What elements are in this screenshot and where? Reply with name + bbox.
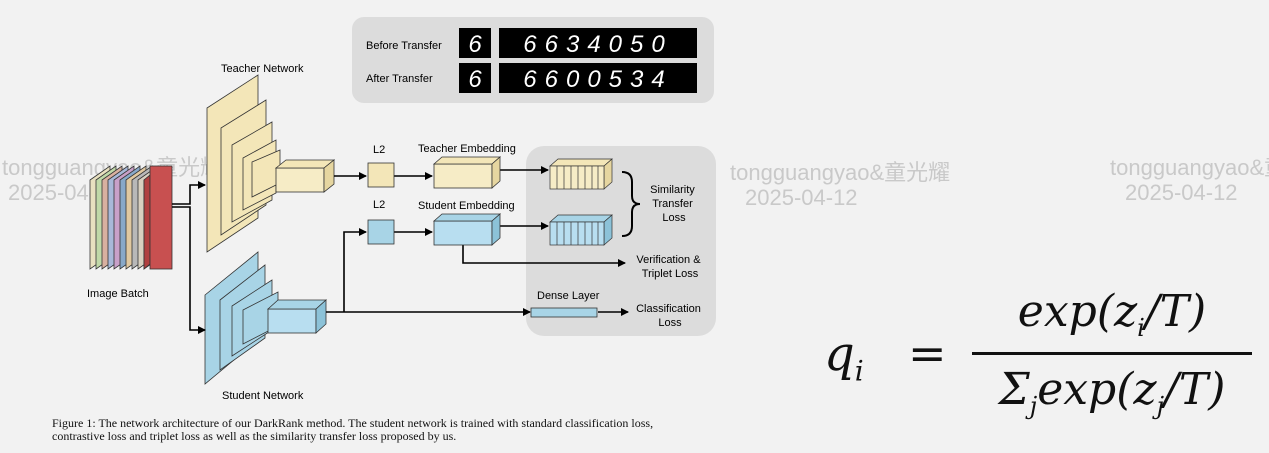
dense-layer-label: Dense Layer: [537, 290, 600, 302]
formula-equals: =: [908, 326, 947, 380]
image-batch: [89, 165, 173, 270]
teacher-embedding-label: Teacher Embedding: [418, 143, 516, 155]
softmax-temperature-formula: qi = exp(zi/T) Σjexp(zj/T): [822, 286, 1262, 436]
student-similarity-matrix: [549, 214, 613, 246]
figure-caption: Figure 1: The network architecture of ou…: [52, 417, 772, 443]
before-digits-strip: [499, 28, 697, 58]
after-digits-strip: [499, 63, 697, 93]
teacher-embedding-box: [432, 156, 502, 189]
student-embedding-box: [432, 213, 502, 246]
teacher-l2-label: L2: [373, 144, 385, 156]
formula-numerator: exp(zi/T): [1017, 286, 1207, 342]
fraction-bar: [972, 352, 1252, 355]
classification-loss-label: Classification Loss: [636, 303, 704, 329]
teacher-network-label: Teacher Network: [221, 63, 304, 75]
verification-loss-label: Verification & Triplet Loss: [636, 254, 703, 280]
teacher-l2-box: [367, 162, 395, 188]
student-l2-label: L2: [373, 199, 385, 211]
caption-line-2: contrastive loss and triplet loss as wel…: [52, 429, 457, 443]
teacher-similarity-matrix: [549, 158, 613, 190]
teacher-network: [206, 74, 336, 253]
input-connectors: [172, 181, 206, 334]
after-query-text: 6: [468, 66, 482, 93]
student-network: [204, 251, 328, 385]
similarity-loss-label: Similarity Transfer Loss: [650, 184, 698, 224]
watermark-date: 2025-04-12: [1125, 180, 1238, 205]
formula-lhs: qi: [824, 326, 864, 388]
student-embedding-label: Student Embedding: [418, 200, 515, 212]
after-transfer-label: After Transfer: [366, 73, 433, 85]
before-query-digit: [459, 28, 491, 58]
formula-denominator: Σjexp(zj/T): [998, 364, 1226, 420]
watermark-date: 2025-04-12: [745, 185, 858, 210]
caption-line-1: Figure 1: The network architecture of ou…: [52, 416, 654, 430]
after-digits-text: 6600534: [523, 66, 672, 93]
student-network-label: Student Network: [222, 390, 304, 402]
brace-icon: [621, 171, 641, 237]
after-query-digit: [459, 63, 491, 93]
before-transfer-label: Before Transfer: [366, 40, 442, 52]
student-l2-box: [367, 219, 395, 245]
watermark-name: tongguangyao&童光耀: [730, 160, 950, 185]
dense-layer-box: [530, 307, 598, 318]
loss-panel: [526, 146, 716, 336]
image-batch-label: Image Batch: [87, 288, 149, 300]
student-branch-connectors: [326, 222, 629, 316]
before-query-text: 6: [468, 31, 482, 58]
watermark-name: tongguangyao&童光耀: [1110, 155, 1269, 180]
before-digits-text: 6634050: [523, 31, 672, 58]
teacher-branch-connectors: [334, 166, 549, 180]
